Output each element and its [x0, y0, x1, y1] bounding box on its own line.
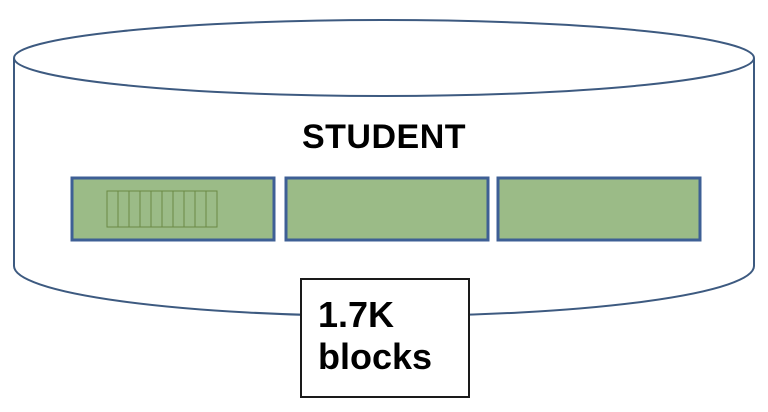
disk-cylinder-top: [13, 19, 755, 97]
table-name-label: STUDENT: [301, 118, 467, 156]
block-count-box: 1.7K blocks: [300, 278, 470, 398]
data-block-3: [496, 176, 702, 242]
data-block-2: [284, 176, 490, 242]
block-count-value: 1.7K: [318, 294, 395, 335]
block-1-records: [106, 190, 218, 228]
record-slot: [205, 190, 218, 228]
block-count-unit: blocks: [318, 336, 433, 377]
